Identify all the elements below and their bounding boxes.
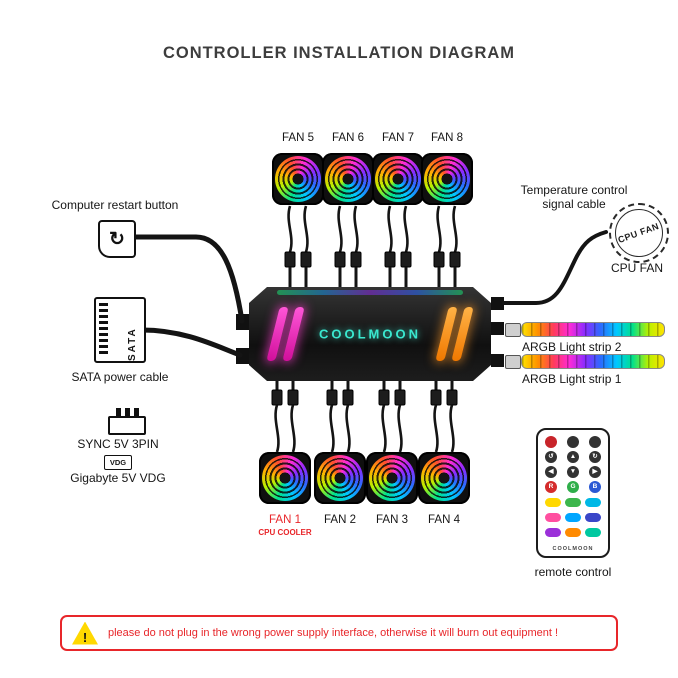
temp-cable-label-line1: Temperature control [520,183,628,197]
remote-g-button: G [567,481,579,493]
cpu-fan-label: CPU FAN [610,261,663,275]
remote-button: ▲ [567,451,579,463]
remote-color-button [565,527,581,537]
remote-r-button: R [545,481,557,493]
remote-power-button [545,436,557,448]
controller-ports [236,297,504,367]
remote-control: ↺ ▲ ↻ ◀ ▼ ▶ R G B COOLMOON [536,428,610,558]
remote-color-button [565,497,581,507]
warning-box: ! please do not plug in the wrong power … [60,615,618,651]
fan-7 [372,153,424,205]
fan4-label: FAN 4 [428,514,460,526]
argb-strip1-connector [505,355,521,369]
remote-color-row [545,526,601,538]
fan1-sublabel: CPU COOLER [258,528,312,537]
fan-8 [421,153,473,205]
fan-connectors-bottom [271,389,458,406]
sata-cable [139,327,243,358]
remote-button [589,436,601,448]
page-title: CONTROLLER INSTALLATION DIAGRAM [162,44,516,62]
remote-row: ◀ ▼ ▶ [545,466,601,478]
temp-cable-label-line2: signal cable [542,197,606,211]
sata-pins [99,303,108,357]
remote-button: ◀ [545,466,557,478]
cpu-fan-badge: CPU FAN [609,203,669,263]
remote-color-button [585,512,601,522]
fan-connectors-top [284,251,461,268]
remote-control-label: remote control [534,565,612,579]
fan6-label: FAN 6 [332,132,364,144]
remote-button: ↻ [589,451,601,463]
argb-strip2-connector [505,323,521,337]
fan-stubs-bottom [275,381,454,390]
fan7-label: FAN 7 [382,132,414,144]
remote-b-button: B [589,481,601,493]
argb-strip1-label: ARGB Light strip 1 [522,372,622,386]
fan3-label: FAN 3 [376,514,408,526]
fan-2 [314,452,366,504]
sync-label: SYNC 5V 3PIN [77,437,159,451]
fan2-label: FAN 2 [324,514,356,526]
remote-button: ↺ [545,451,557,463]
fan1-label: FAN 1 [269,514,301,526]
argb-light-strip-2 [521,322,665,337]
controller-brand-text: COOLMOON [319,326,421,342]
remote-row [545,436,601,448]
sync-pin [115,408,121,416]
controller-hub: COOLMOON [249,287,491,381]
argb-strip2-label: ARGB Light strip 2 [522,340,622,354]
sata-connector-text: SATA [127,327,138,361]
cpu-fan-badge-text: CPU FAN [617,220,661,246]
restart-label: Computer restart button [51,198,179,212]
remote-button [567,436,579,448]
sync-pin [124,408,130,416]
sync-connector [108,408,146,436]
warning-text: please do not plug in the wrong power su… [108,627,559,639]
fan-wires-bottom [274,404,455,453]
remote-color-button [585,527,601,537]
sync-body [108,416,146,435]
fan-3 [366,452,418,504]
fan8-label: FAN 8 [431,132,463,144]
remote-color-button [565,512,581,522]
fan-5 [272,153,324,205]
sata-cable-label: SATA power cable [71,370,169,384]
warning-icon: ! [72,621,98,645]
sync-pin [133,408,139,416]
remote-color-button [585,497,601,507]
remote-color-button [545,527,561,537]
vdg-tag: VDG [104,455,132,470]
fan-stubs-top [288,267,457,287]
remote-color-button [545,497,561,507]
remote-button: ▼ [567,466,579,478]
remote-rgb-row: R G B [545,481,601,493]
remote-button: ▶ [589,466,601,478]
fan-4 [418,452,470,504]
temperature-cable [502,230,608,305]
argb-light-strip-1 [521,354,665,369]
restart-button-box: ↻ [98,220,136,258]
remote-color-row [545,511,601,523]
vdg-label: Gigabyte 5V VDG [70,471,166,485]
restart-cable [129,234,245,324]
controller-rgb-edge [277,290,463,295]
fan-wires-top [287,205,458,253]
fan5-label: FAN 5 [282,132,314,144]
main-cables [129,230,608,358]
fan-6 [322,153,374,205]
restart-icon: ↻ [109,228,125,250]
sync-pins [108,408,146,416]
fan-1 [259,452,311,504]
remote-brand-text: COOLMOON [552,546,594,552]
remote-color-row [545,496,601,508]
remote-row: ↺ ▲ ↻ [545,451,601,463]
sata-connector: SATA [94,297,146,363]
remote-color-button [545,512,561,522]
